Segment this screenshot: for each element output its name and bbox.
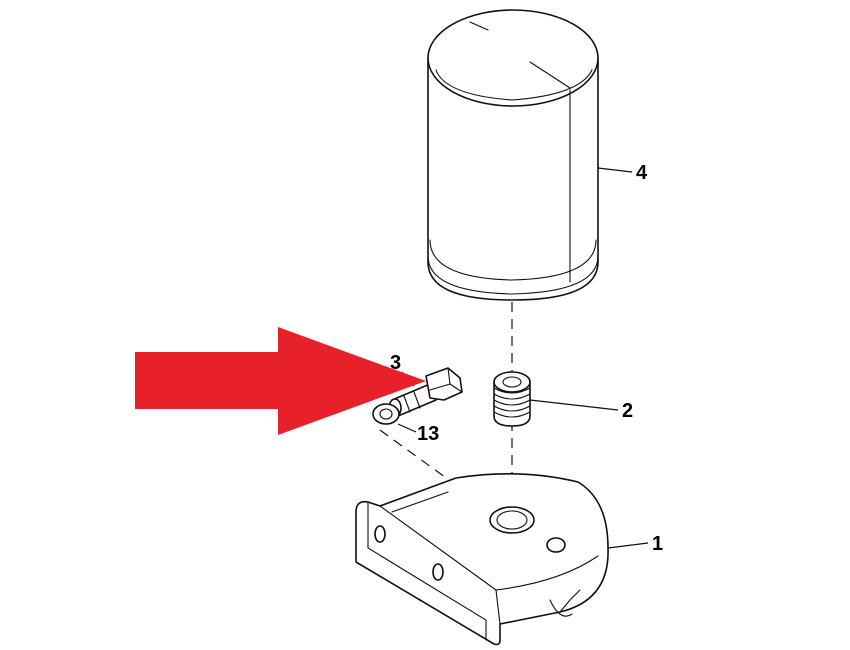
leader-4 <box>597 167 633 173</box>
washer <box>372 403 400 425</box>
callout-3: 3 <box>390 352 401 374</box>
callout-1: 1 <box>652 533 663 555</box>
mounting-bracket <box>355 473 609 646</box>
callout-13: 13 <box>417 423 439 445</box>
threaded-nipple <box>493 371 531 427</box>
leader-1 <box>607 542 649 549</box>
hex-bolt <box>388 367 463 418</box>
leader-2 <box>529 399 619 411</box>
leader-13 <box>397 423 417 433</box>
filter-canister <box>427 9 599 301</box>
callout-2: 2 <box>622 400 633 422</box>
red-pointer-arrow <box>135 327 426 435</box>
callout-4: 4 <box>636 162 648 184</box>
